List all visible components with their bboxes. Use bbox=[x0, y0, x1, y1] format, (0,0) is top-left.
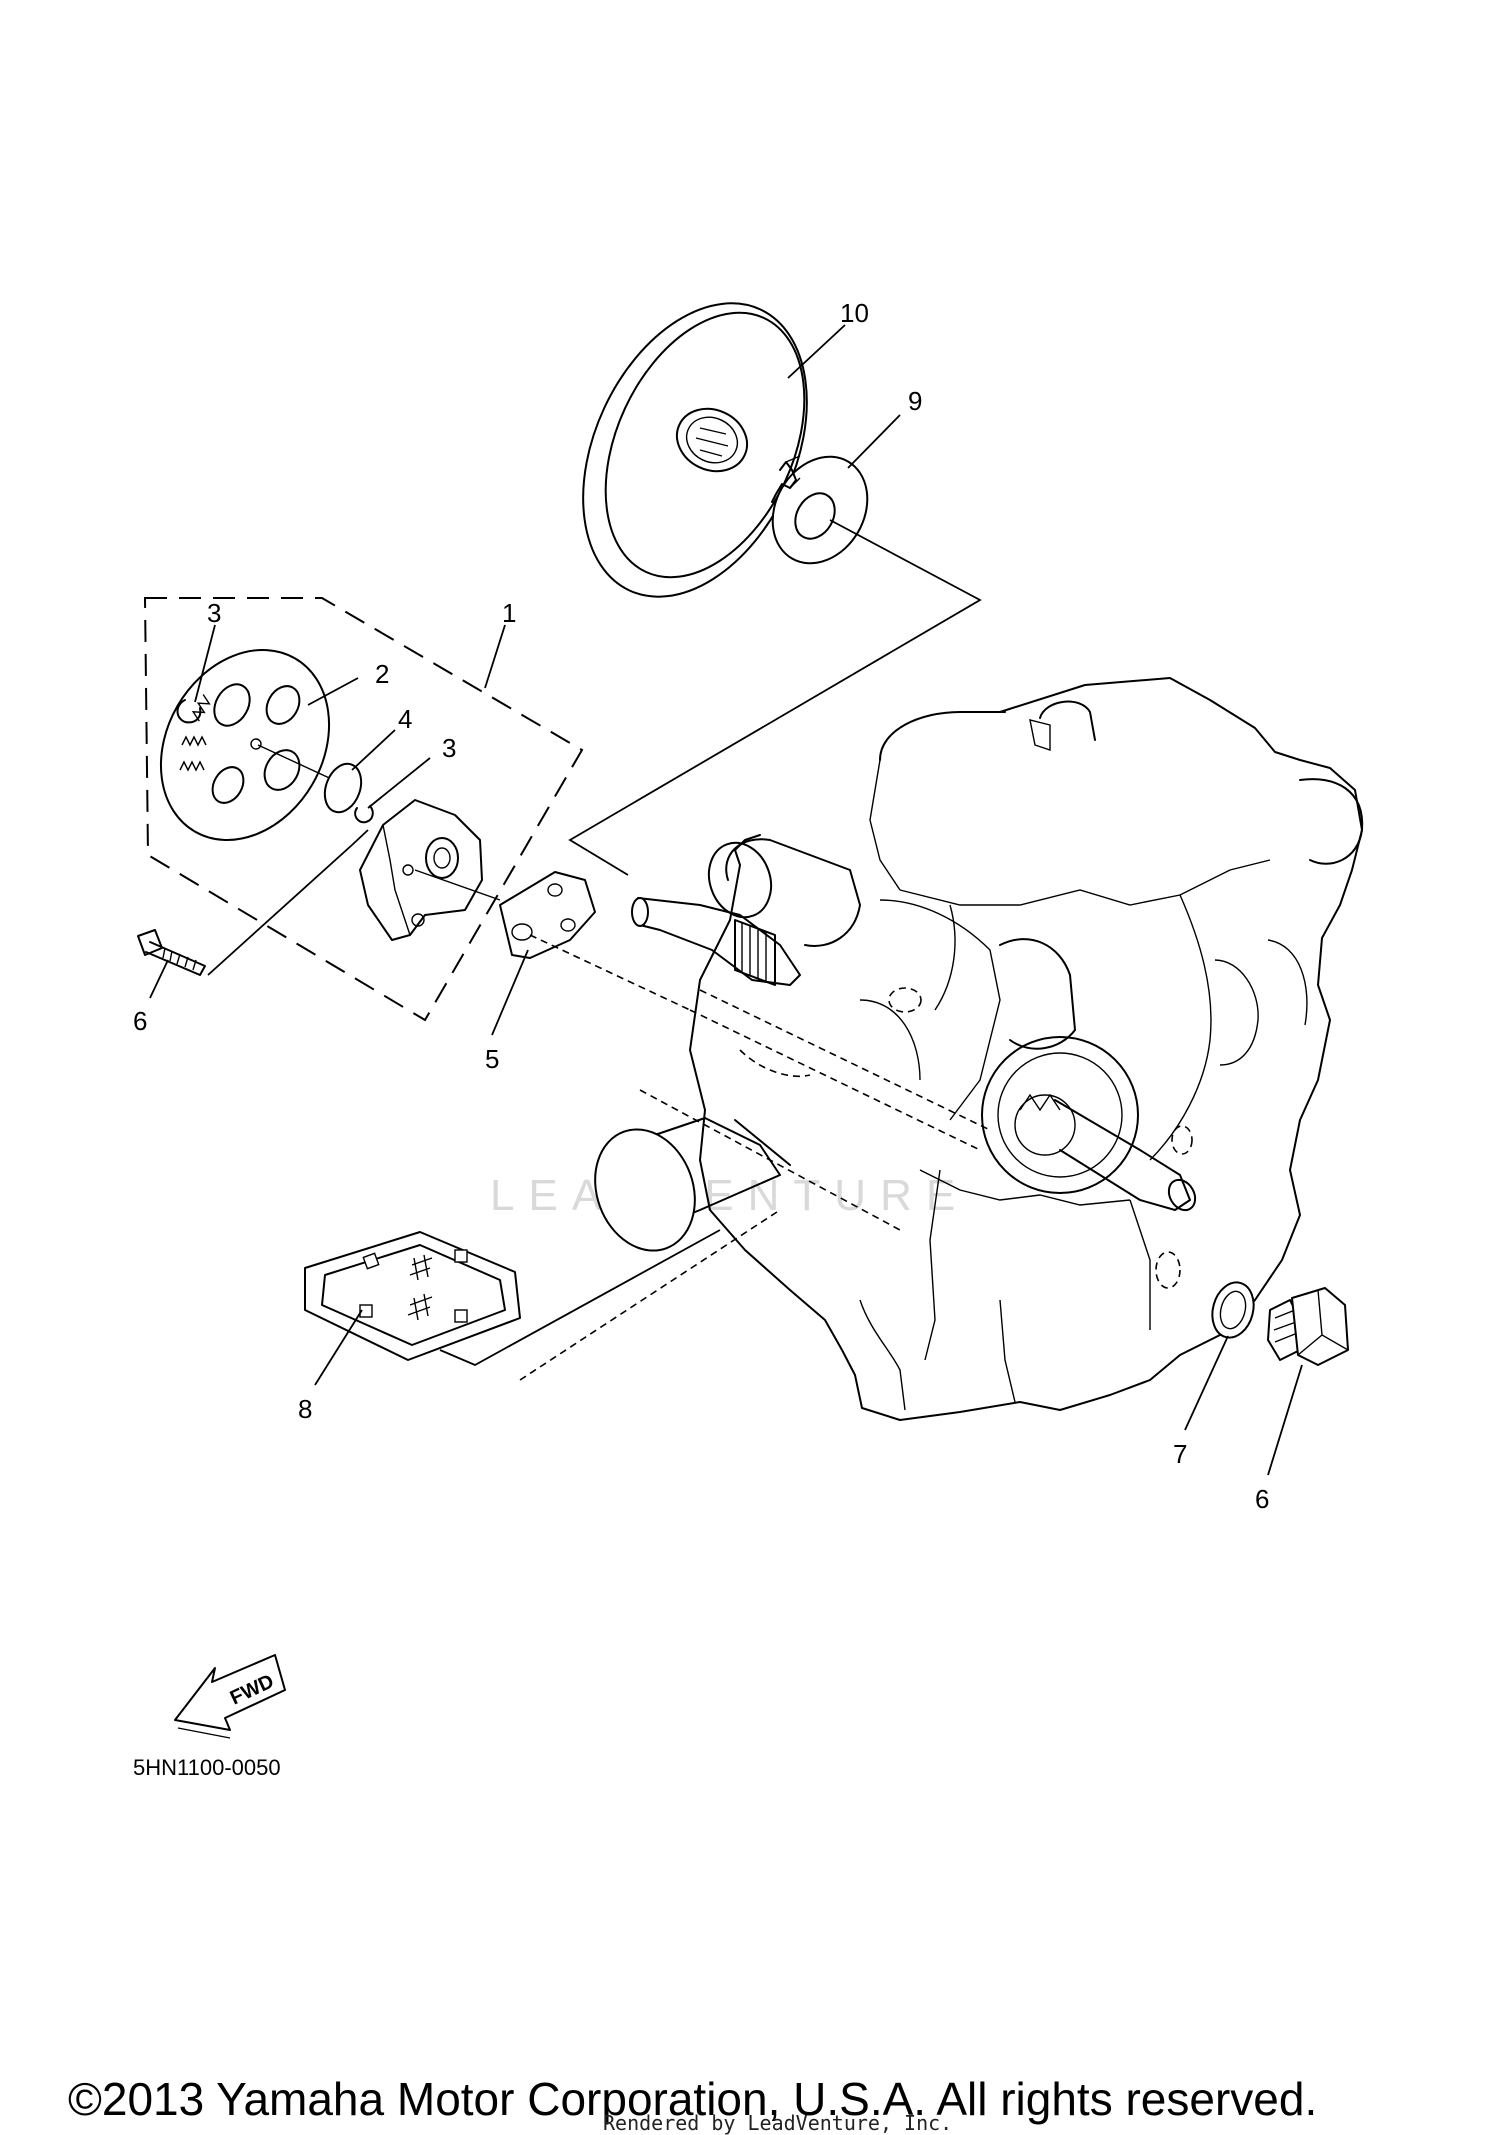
part-6-bolt bbox=[137, 929, 206, 976]
part-7-drain-plug bbox=[1267, 1287, 1349, 1366]
callout-4: 4 bbox=[398, 704, 412, 734]
gasket-hidden-line bbox=[529, 934, 691, 1011]
part-4-washer bbox=[323, 762, 363, 814]
watermark-text: LEADVENTURE bbox=[490, 1171, 969, 1220]
callout-3-upper: 3 bbox=[207, 598, 221, 628]
pump-drive-shaft bbox=[631, 838, 861, 986]
crankcase-illustration bbox=[519, 677, 1364, 1421]
part-11-gear-plate bbox=[582, 302, 808, 598]
callout-3-lower: 3 bbox=[442, 733, 456, 763]
callout-6: 6 bbox=[133, 1006, 147, 1036]
part-9-oil-strainer bbox=[304, 1231, 521, 1361]
leader-7 bbox=[1267, 1364, 1303, 1476]
part-2-pump-rotor-gear bbox=[159, 649, 339, 841]
leader-2 bbox=[307, 677, 359, 706]
leader-11 bbox=[787, 324, 846, 379]
part-10-small-gear bbox=[771, 455, 869, 565]
part-8-drain-gasket bbox=[1211, 1281, 1255, 1339]
callout-8: 7 bbox=[1173, 1439, 1187, 1469]
leader-3b bbox=[367, 757, 431, 809]
leader-8 bbox=[1184, 1335, 1229, 1431]
leader-10-to-shaft bbox=[568, 519, 982, 876]
leader-4 bbox=[351, 729, 396, 771]
leader-9 bbox=[314, 1309, 363, 1386]
callout-2: 2 bbox=[375, 659, 389, 689]
fwd-arrow-icon: FWD bbox=[174, 1654, 286, 1739]
part-5-pump-gasket bbox=[499, 871, 596, 959]
leader-6 bbox=[149, 959, 169, 999]
leader-9-to-case bbox=[439, 1229, 721, 1367]
leader-6-to-housing bbox=[207, 829, 369, 976]
pump-housing bbox=[359, 799, 501, 941]
callout-1: 1 bbox=[502, 598, 516, 628]
oil-pump-assembly-outline bbox=[143, 597, 584, 1022]
rendered-by-text: Rendered by LeadVenture, Inc. bbox=[603, 2111, 952, 2135]
leader-3a bbox=[194, 624, 216, 703]
callout-10: 9 bbox=[908, 386, 922, 416]
callout-9: 8 bbox=[298, 1394, 312, 1424]
callout-5: 5 bbox=[485, 1044, 499, 1074]
copyright-text: ©2013 Yamaha Motor Corporation, U.S.A. A… bbox=[68, 2073, 1317, 2125]
part-3-circlip-upper bbox=[176, 699, 202, 724]
leader-10 bbox=[847, 414, 901, 469]
leader-5 bbox=[491, 949, 529, 1036]
leader-1 bbox=[484, 624, 506, 689]
callout-7: 6 bbox=[1255, 1484, 1269, 1514]
part-3-circlip-lower bbox=[354, 805, 374, 824]
callout-11: 10 bbox=[840, 298, 869, 328]
diagram-code: 5HN1100-0050 bbox=[133, 1755, 281, 1780]
